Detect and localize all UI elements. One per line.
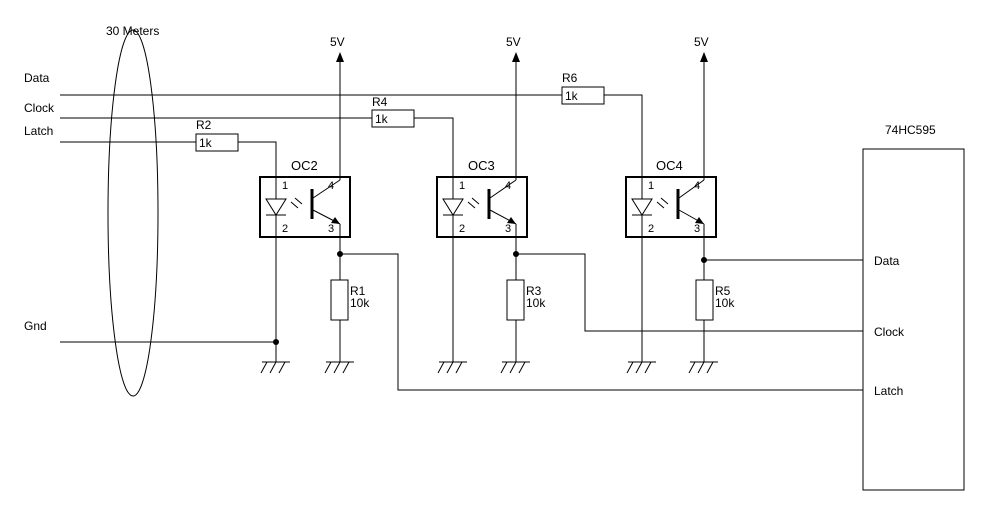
oc3-led-icon <box>442 198 464 216</box>
cable-label: 30 Meters <box>106 24 159 38</box>
oc2-light-arrows-icon <box>290 197 303 209</box>
resistor-r2-value: 1k <box>199 136 213 150</box>
oc4-pin4: 4 <box>694 180 700 192</box>
supply-label-1: 5V <box>330 35 345 49</box>
latch-wire <box>60 141 277 179</box>
oc2-phototransistor-icon <box>312 177 341 237</box>
resistor-r6-name: R6 <box>562 71 578 85</box>
oc3-name: OC3 <box>468 158 495 173</box>
resistor-r4-value: 1k <box>375 112 389 126</box>
ic-pin-latch: Latch <box>874 384 903 398</box>
junction-oc2 <box>337 251 343 257</box>
oc3-phototransistor-icon <box>489 177 517 237</box>
oc4-light-arrows-icon <box>656 197 669 209</box>
oc4-phototransistor-icon <box>678 177 705 237</box>
supply-label-2: 5V <box>506 35 521 49</box>
junction-oc4 <box>701 257 707 263</box>
oc2-emitter-arrow-icon <box>331 217 340 224</box>
oc3-pin1: 1 <box>459 180 465 192</box>
oc4-body <box>625 176 717 238</box>
resistor-r4 <box>371 109 415 128</box>
junction-oc3 <box>513 251 519 257</box>
supply-wires <box>339 60 705 177</box>
optocoupler-oc3: OC3 1 2 3 4 <box>436 158 528 238</box>
input-label-clock: Clock <box>24 101 55 115</box>
clock-wire <box>60 117 454 179</box>
ic-name: 74HC595 <box>885 123 936 137</box>
ground-icon-6 <box>688 361 718 374</box>
resistor-r2 <box>195 133 239 152</box>
oc4-pin3: 3 <box>694 223 700 235</box>
oc3-emitter-arrow-icon <box>507 217 516 224</box>
resistor-r1-name: R1 <box>350 284 366 298</box>
optocoupler-oc4: OC4 1 2 3 4 <box>625 158 717 238</box>
oc2-body <box>259 176 351 238</box>
oc2-led-icon <box>265 198 287 216</box>
oc3-pin2: 2 <box>459 223 465 235</box>
oc4-pin1: 1 <box>648 180 654 192</box>
ic-pin-data: Data <box>874 254 900 268</box>
input-label-latch: Latch <box>24 124 53 138</box>
ic-pin-clock: Clock <box>874 325 905 339</box>
ground-symbols <box>260 361 718 374</box>
oc3-pin3: 3 <box>505 223 511 235</box>
oc2-pin3: 3 <box>328 223 334 235</box>
ground-icon-1 <box>260 361 290 374</box>
ic-74hc595 <box>862 148 965 491</box>
ground-icon-5 <box>626 361 656 374</box>
resistor-r5 <box>695 279 714 321</box>
oc2-pin1: 1 <box>282 180 288 192</box>
resistor-r1-value: 10k <box>350 296 370 310</box>
resistor-r6 <box>561 86 605 105</box>
oc2-name: OC2 <box>291 158 318 173</box>
junction-gnd <box>273 339 279 345</box>
clock-output-wire <box>516 253 863 332</box>
oc4-name: OC4 <box>656 158 683 173</box>
oc4-emitter-arrow-icon <box>695 217 704 224</box>
resistor-r2-name: R2 <box>196 118 212 132</box>
supply-arrow-icon-2 <box>512 52 520 62</box>
resistor-r5-name: R5 <box>715 284 731 298</box>
resistor-r6-value: 1k <box>565 89 579 103</box>
oc2-pin2: 2 <box>282 223 288 235</box>
resistor-r3-value: 10k <box>526 296 546 310</box>
oc3-light-arrows-icon <box>467 197 480 209</box>
resistor-r4-name: R4 <box>372 95 388 109</box>
oc4-led-icon <box>631 198 653 216</box>
ground-icon-3 <box>437 361 467 374</box>
oc4-pin2: 2 <box>648 223 654 235</box>
optocoupler-oc2: OC2 1 2 3 4 <box>259 158 351 238</box>
data-wire <box>60 94 643 179</box>
input-label-gnd: Gnd <box>24 319 47 333</box>
supply-arrow-icon-3 <box>700 52 708 62</box>
input-label-data: Data <box>24 71 50 85</box>
supply-label-3: 5V <box>694 35 709 49</box>
ground-icon-2 <box>324 361 354 374</box>
resistor-r3 <box>506 279 525 321</box>
resistor-r5-value: 10k <box>715 296 735 310</box>
cable-ellipse <box>107 29 159 397</box>
resistor-r3-name: R3 <box>526 284 542 298</box>
oc3-body <box>436 176 528 238</box>
supply-arrow-icon-1 <box>336 52 344 62</box>
ground-icon-4 <box>500 361 530 374</box>
latch-output-wire <box>340 253 863 391</box>
resistor-r1 <box>330 279 349 321</box>
